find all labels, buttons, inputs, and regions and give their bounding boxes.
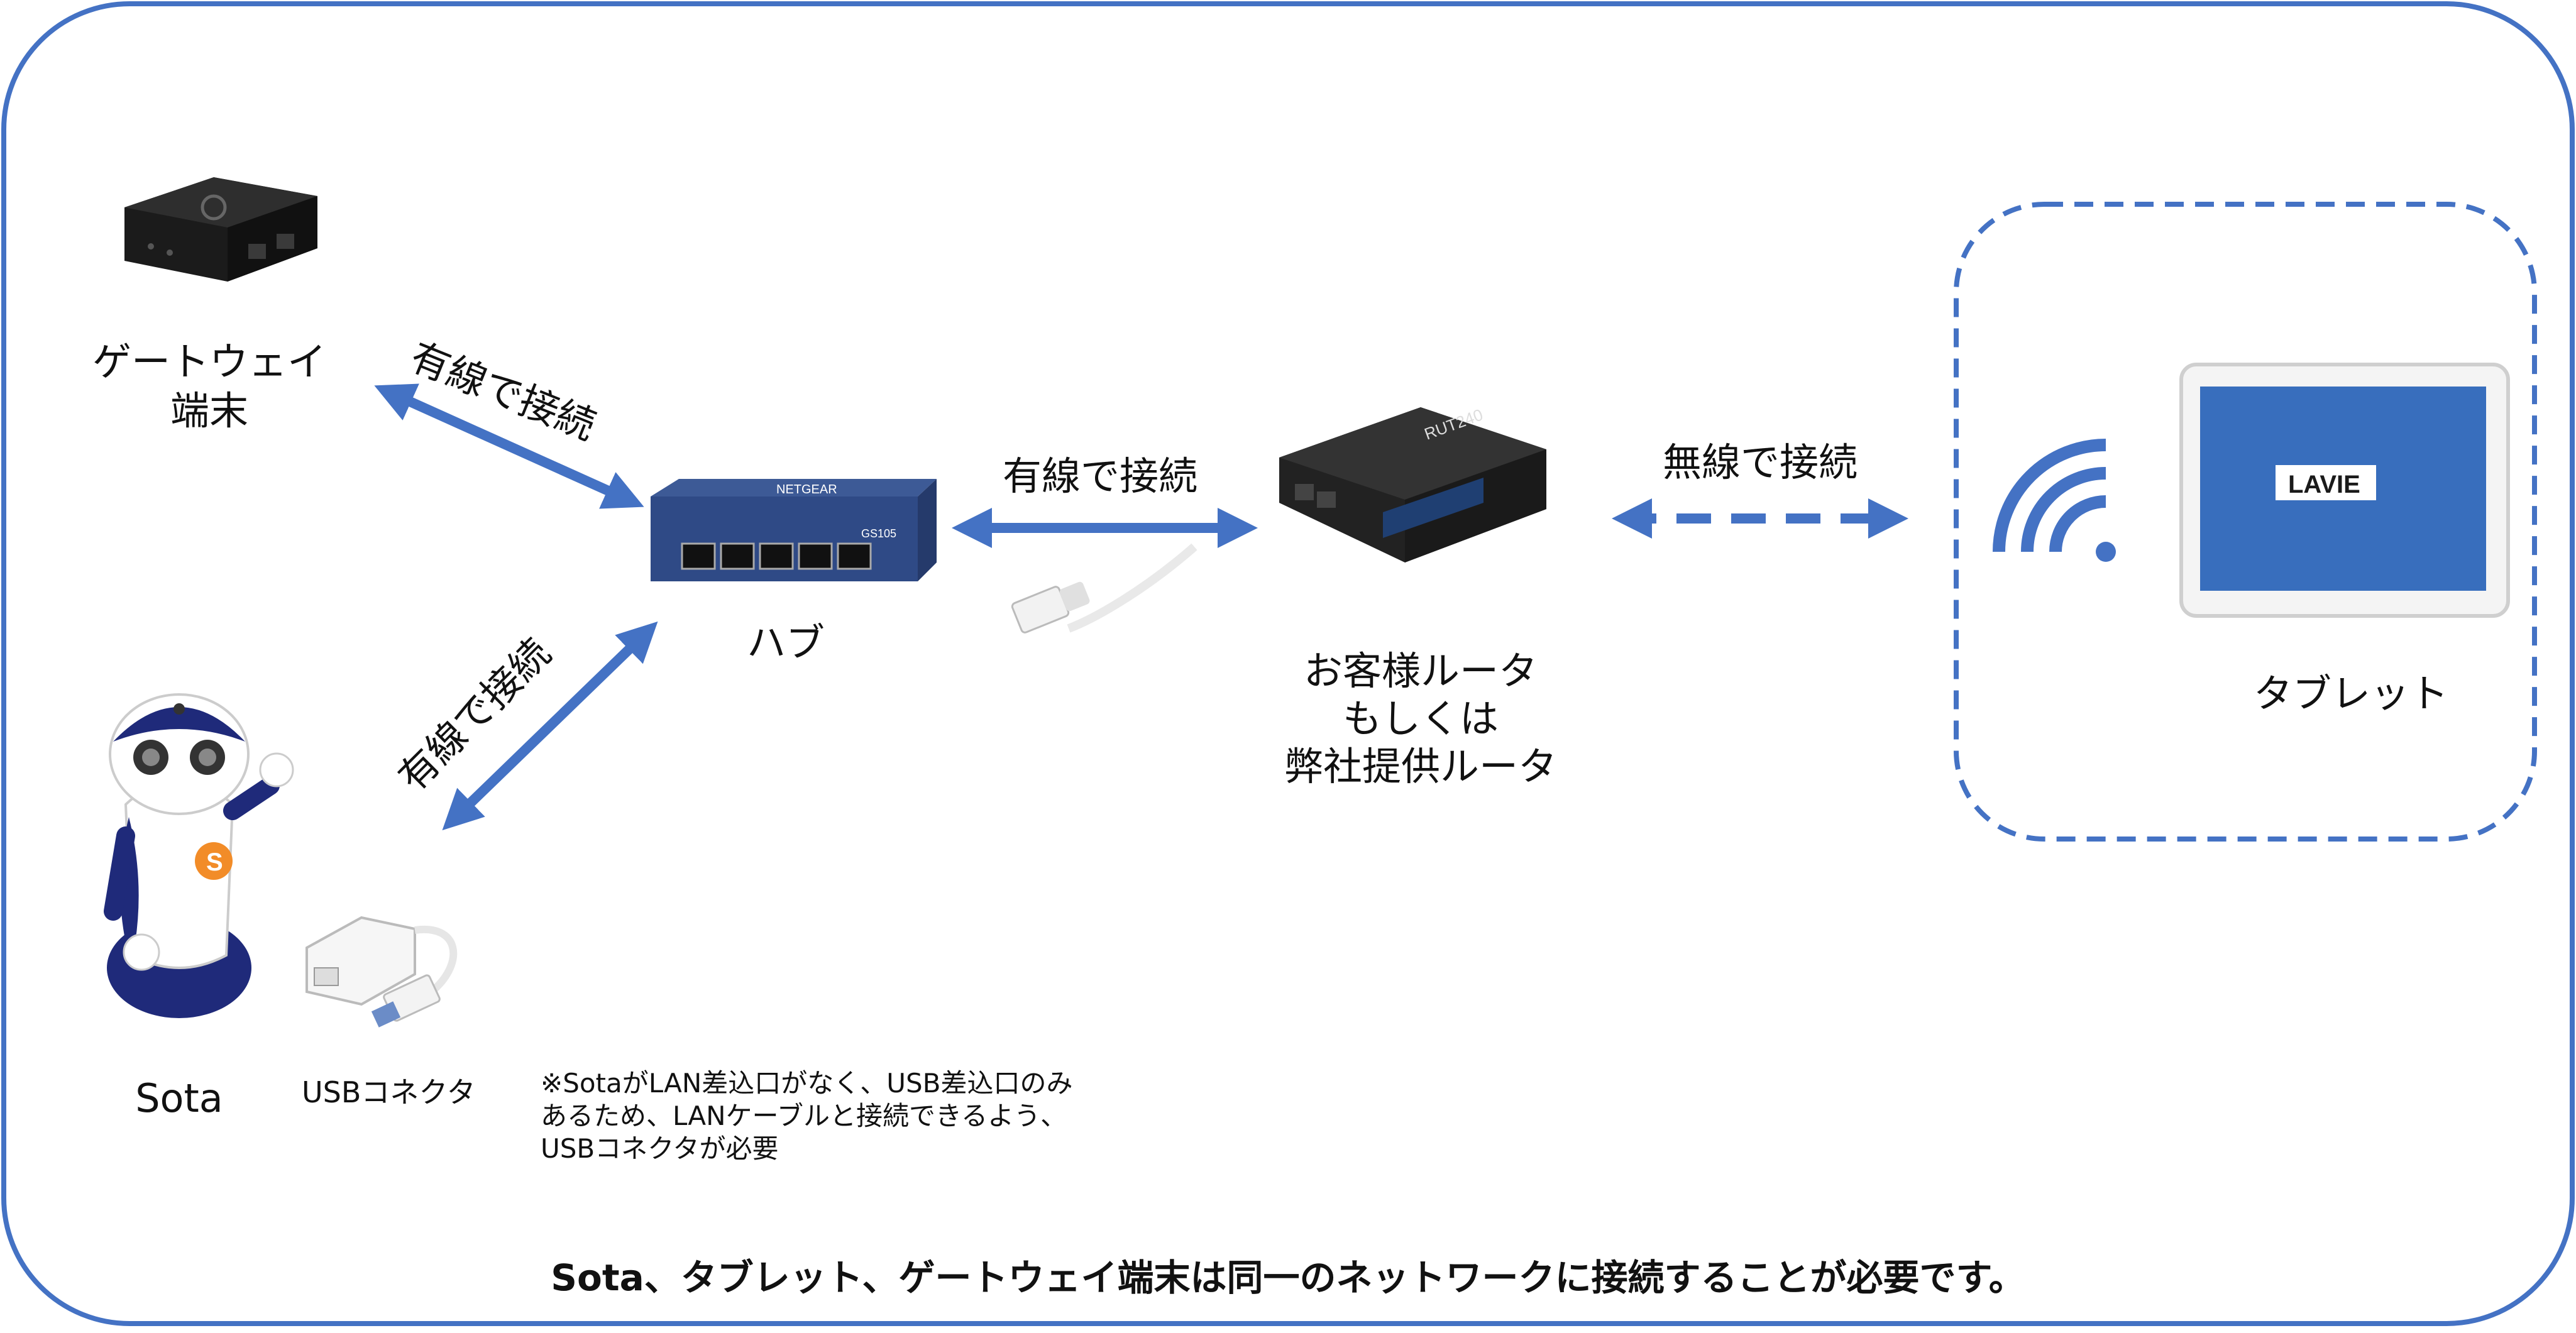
hub-brand: NETGEAR xyxy=(776,483,837,496)
sota-robot-icon: S xyxy=(104,693,294,1018)
arrow-hub-sota xyxy=(442,621,658,831)
sota-label: Sota xyxy=(135,1075,223,1121)
tablet-device-icon: LAVIE xyxy=(2179,363,2510,618)
hub-label: ハブ xyxy=(746,620,825,666)
arrow-gateway-hub xyxy=(374,383,644,509)
note-line3: USBコネクタが必要 xyxy=(541,1133,779,1164)
note-line2: あるため、LANケーブルと接続できるよう、 xyxy=(541,1100,1067,1131)
link-label-hub-router: 有線で接続 xyxy=(1002,453,1197,499)
wireless-area xyxy=(1954,202,2537,842)
hub-device-icon: NETGEAR GS105 xyxy=(651,479,937,581)
footer-caption-wrap: Sota、タブレット、ゲートウェイ端末は同一のネットワークに接続することが必要で… xyxy=(0,1254,2576,1302)
gateway-label-line1: ゲートウェイ xyxy=(92,339,326,385)
link-label-router-tablet: 無線で接続 xyxy=(1662,439,1858,485)
router-label-line2: もしくは xyxy=(1342,696,1499,742)
note-line1: ※SotaがLAN差込口がなく、USB差込口のみ xyxy=(541,1068,1073,1099)
footer-caption: Sota、タブレット、ゲートウェイ端末は同一のネットワークに接続することが必要で… xyxy=(529,1254,2047,1302)
svg-text:S: S xyxy=(206,848,223,876)
gateway-label-line2: 端末 xyxy=(170,388,248,434)
tablet-label: タブレット xyxy=(2253,671,2448,716)
wifi-icon xyxy=(1993,439,2116,562)
usb-adapter-icon xyxy=(305,916,458,1028)
gateway-device-icon xyxy=(124,177,317,282)
lan-cable-icon xyxy=(1011,543,1197,634)
router-label-line3: 弊社提供ルータ xyxy=(1284,743,1557,789)
hub-model: GS105 xyxy=(861,527,896,540)
router-device-icon: RUT240 xyxy=(1279,405,1546,562)
usb-label: USBコネクタ xyxy=(302,1075,476,1109)
router-label-line1: お客様ルータ xyxy=(1303,648,1538,694)
tablet-screen-logo: LAVIE xyxy=(2288,471,2360,498)
